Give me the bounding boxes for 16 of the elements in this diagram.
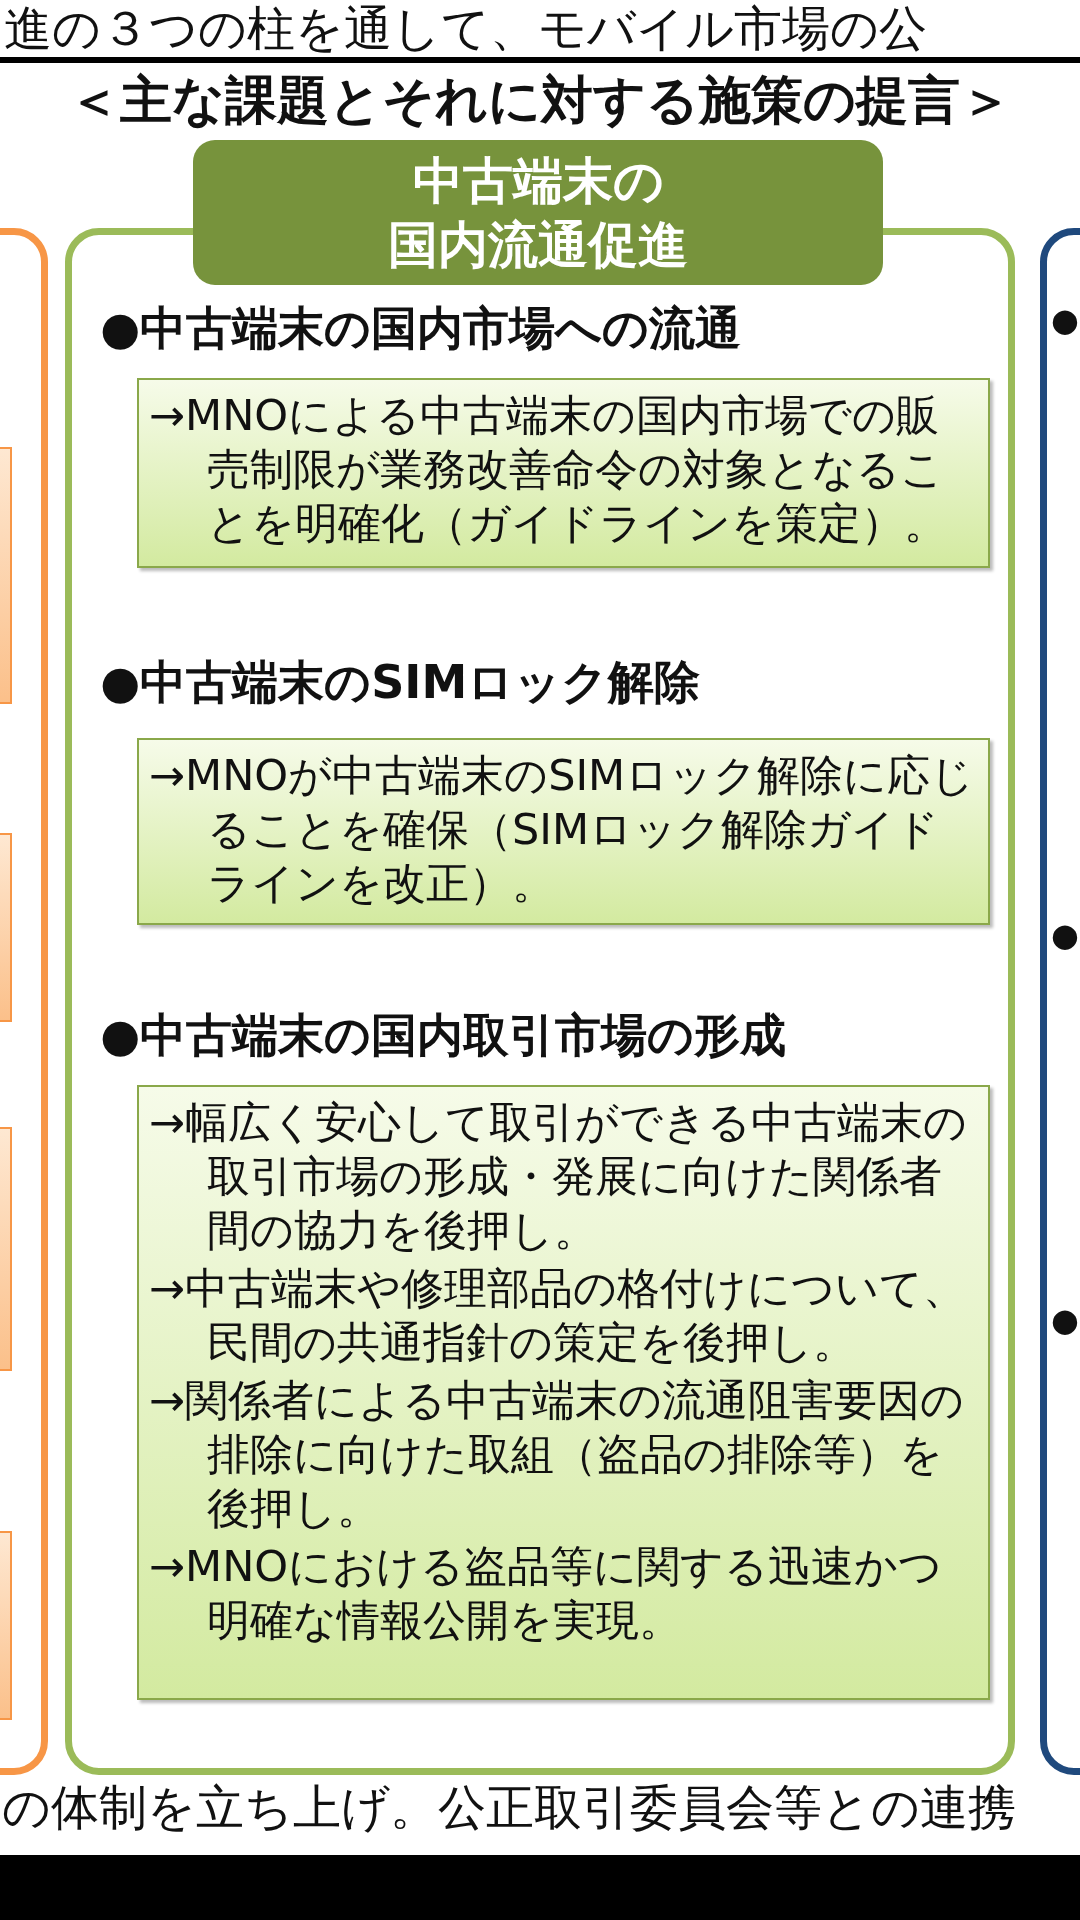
bullet-heading: ●中古端末の国内市場への流通	[100, 300, 742, 357]
bullet-heading: ●中古端末の国内取引市場の形成	[100, 1007, 787, 1064]
arrow-text: →MNOにおける盗品等に関する迅速かつ明確な情報公開を実現。	[149, 1540, 944, 1647]
bullet: ●	[1051, 1300, 1079, 1340]
arrow-text: →関係者による中古端末の流通阻害要因の排除に向けた取組（盗品の排除等）を後押し。	[149, 1374, 966, 1535]
bullet-heading: ●中古端末のSIMロック解除	[100, 654, 701, 711]
cut-off-text: 進の３つの柱を通して、モバイル市場の公	[4, 0, 927, 56]
bullet: ●	[1051, 915, 1079, 955]
arrow-text: →幅広く安心して取引ができる中古端末の取引市場の形成・発展に向けた関係者間の協力を後押し。	[149, 1096, 969, 1257]
arrow-text: →MNOが中古端末のSIMロック解除に応じることを確保（SIMロック解除ガイドラインを改正）。	[149, 749, 976, 910]
arrow-text: →MNOによる中古端末の国内市場での販売制限が業務改善命令の対象となることを明確化（ガイドラインを策定）。	[149, 389, 948, 550]
heading: ＜主な課題とそれに対する施策の提言＞	[67, 69, 1013, 132]
cut-off-text: の体制を立ち上げ。公正取引委員会等との連携	[2, 1778, 1016, 1837]
header-tab: 中古端末の国内流通促進	[193, 140, 883, 285]
bullet: ●	[1051, 300, 1079, 340]
arrow-text: →中古端末や修理部品の格付けについて、民間の共通指針の策定を後押し。	[149, 1262, 968, 1369]
